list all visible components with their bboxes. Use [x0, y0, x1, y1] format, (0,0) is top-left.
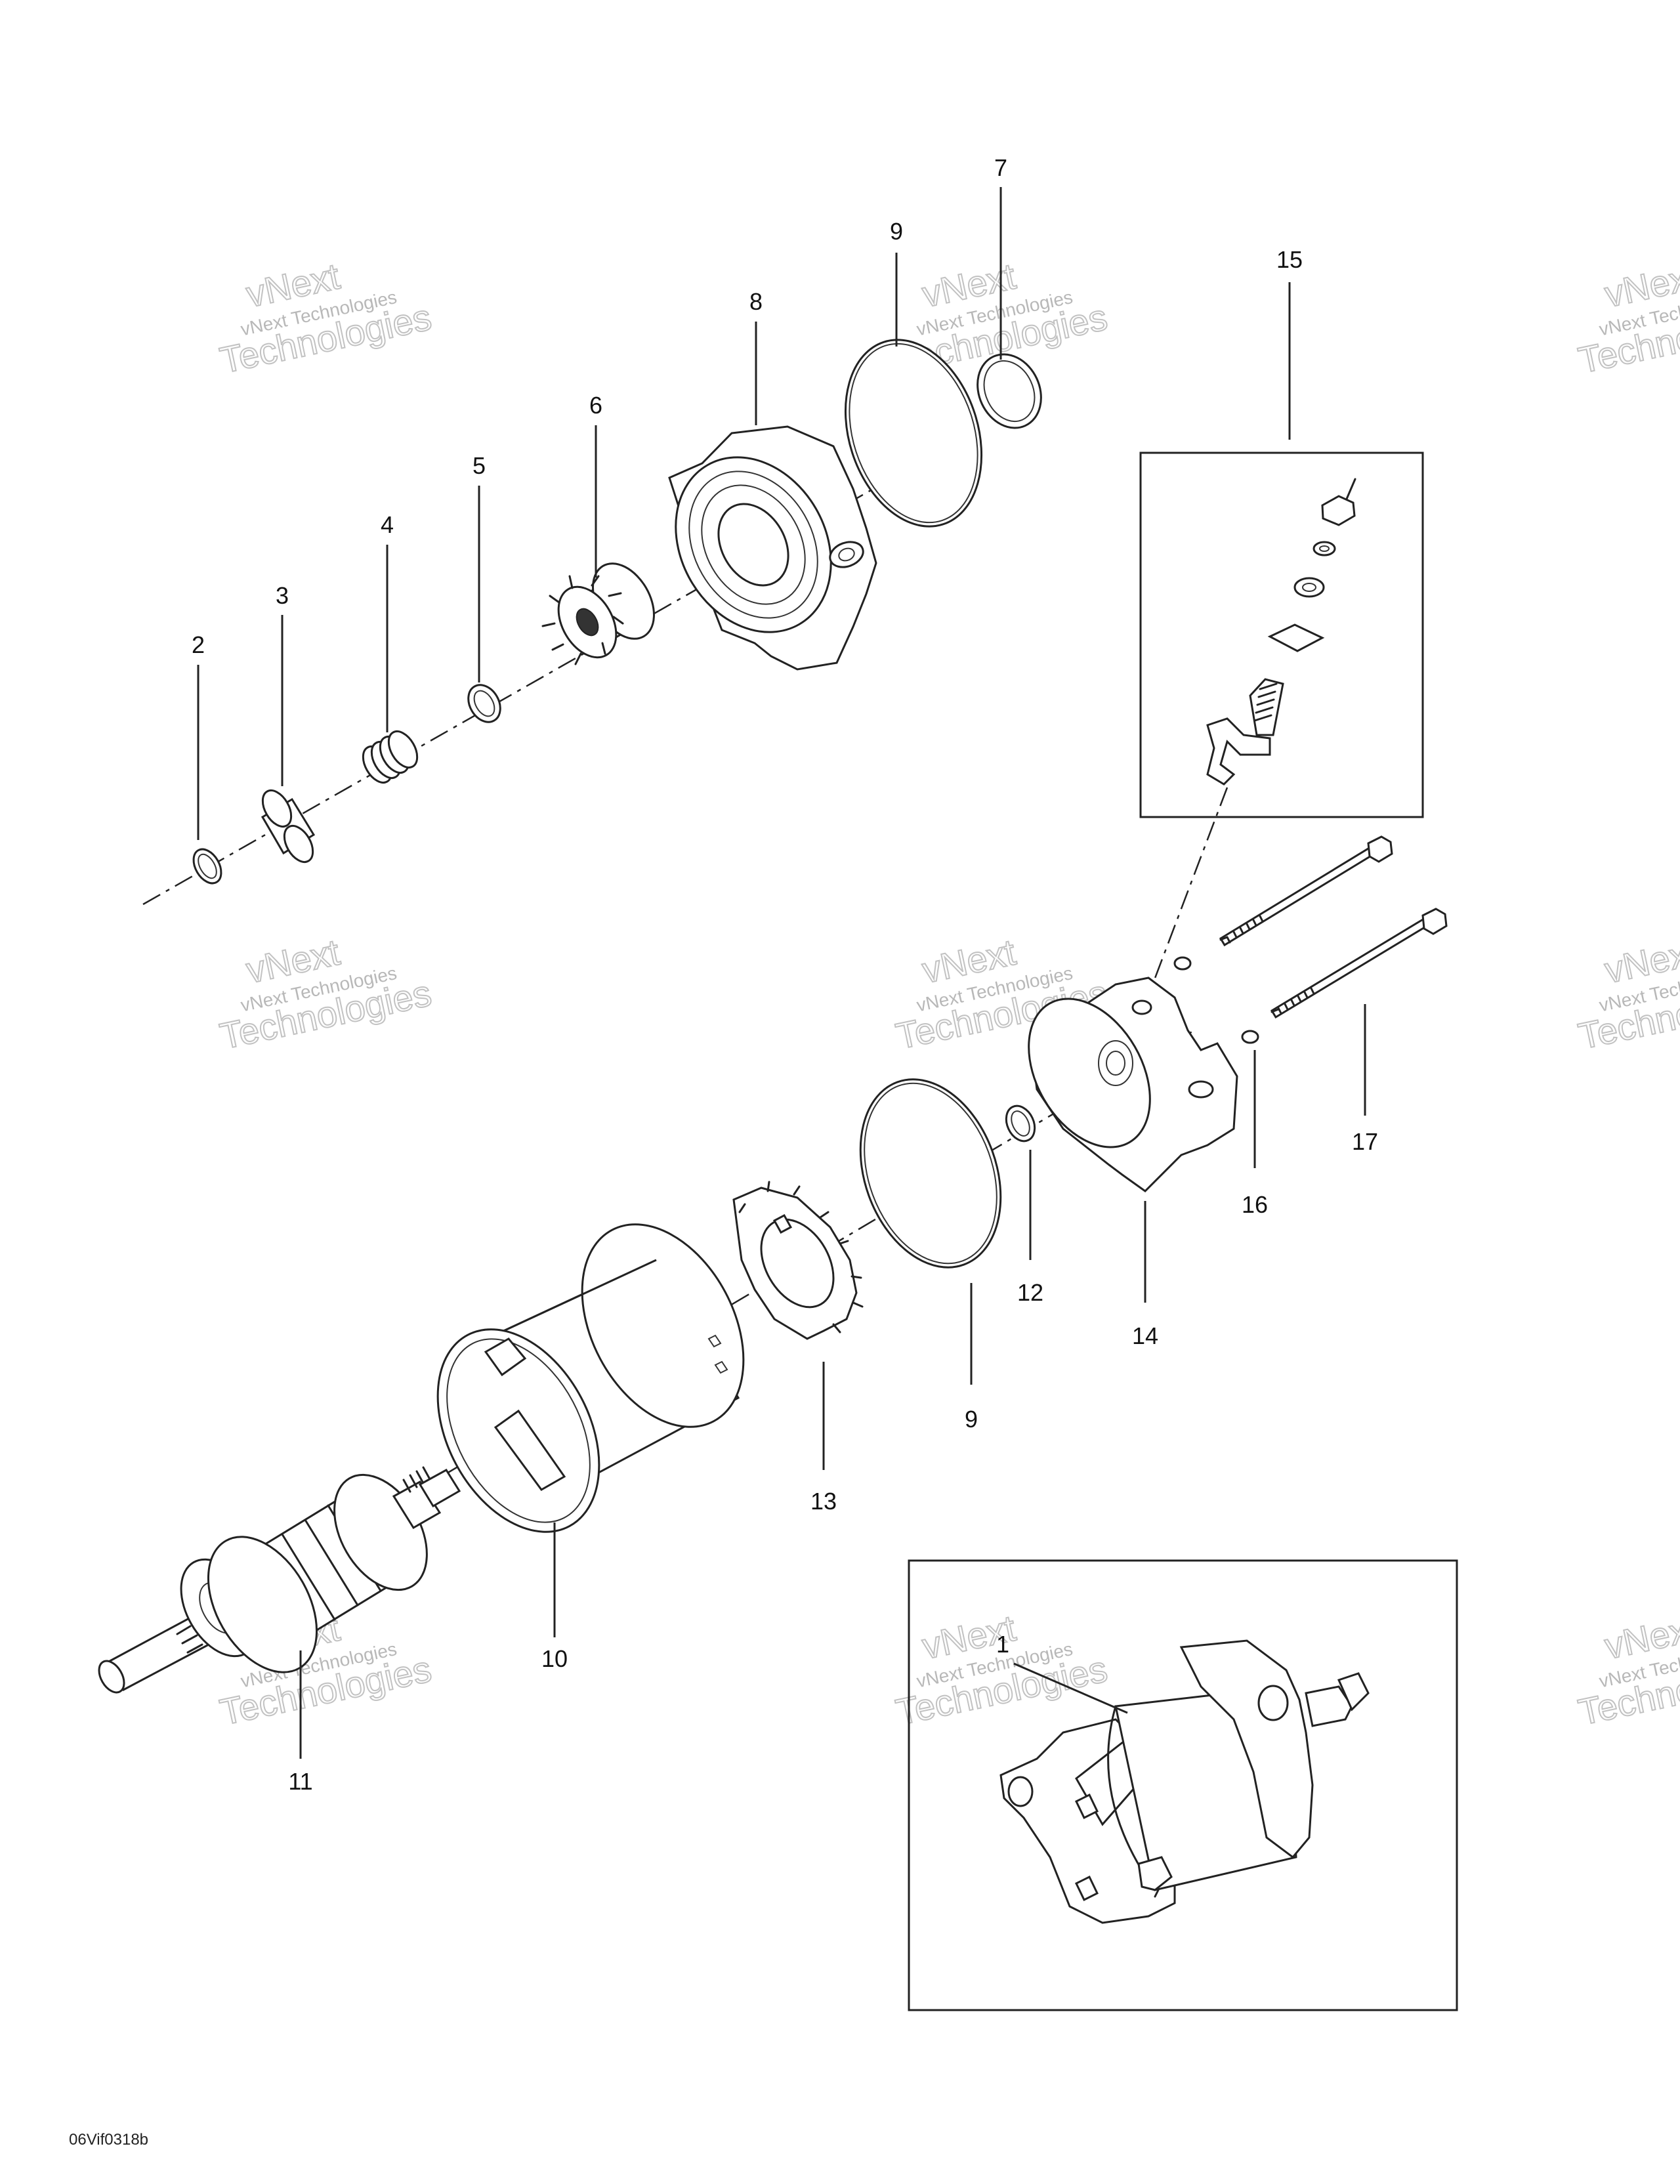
watermark: vNext vNext Technologies Technologies: [216, 255, 436, 382]
part-4-spring: [362, 730, 419, 784]
part-7-thrust-washer: [976, 353, 1042, 429]
part-14-commutator-end-frame: [1028, 976, 1238, 1192]
part-9-o-ring-lower: [859, 1078, 1002, 1269]
callout-4: 4: [381, 511, 394, 538]
callout-1: 1: [996, 1631, 1009, 1658]
terminal-kit-centerline: [1144, 787, 1228, 1005]
watermark: vNext vNext Technologies Technologies: [216, 931, 436, 1058]
part-17-through-bolts: [1173, 835, 1448, 1019]
part-10-yoke: [436, 1223, 745, 1533]
callout-16: 16: [1242, 1191, 1268, 1218]
callout-14: 14: [1132, 1322, 1158, 1349]
part-11-armature: [98, 1466, 461, 1694]
callout-labels: 1 2 3 4 5 6 7 8 9 9 10 11 12 13 14 15 16…: [192, 154, 1378, 1795]
callout-13: 13: [810, 1488, 837, 1515]
watermark: vNext vNext Technologies Technologies: [892, 1606, 1112, 1734]
callout-9-upper: 9: [890, 218, 903, 245]
part-3-sleeve: [261, 789, 316, 863]
callout-12: 12: [1017, 1279, 1043, 1306]
reference-code: 06Vif0318b: [69, 2131, 148, 2149]
callout-3: 3: [276, 582, 289, 609]
part-6-pinion-gear: [541, 562, 655, 665]
part-12-o-ring-small: [1005, 1104, 1036, 1143]
part-13-brush-plate: [732, 1181, 864, 1340]
leader-lines: [197, 187, 1366, 1759]
watermark: vNext vNext Technologies Technologies: [1574, 1606, 1680, 1734]
callout-11: 11: [288, 1768, 312, 1795]
part-9-o-ring-upper: [844, 339, 983, 528]
part-5-snap-ring: [467, 684, 501, 723]
callout-7: 7: [994, 154, 1007, 181]
callout-8: 8: [749, 288, 763, 315]
callout-9-lower: 9: [965, 1406, 978, 1433]
callout-10: 10: [541, 1645, 568, 1672]
callout-2: 2: [192, 631, 205, 658]
callout-15: 15: [1276, 246, 1303, 273]
callout-17: 17: [1352, 1128, 1378, 1155]
part-2-snap-ring: [192, 848, 222, 885]
part-16-lock-washer: [1241, 1030, 1259, 1044]
part-8-drive-end-housing: [668, 425, 877, 671]
terminal-kit-frame: [1139, 452, 1424, 818]
part-15-terminal-kit: [1206, 478, 1356, 786]
part-1-starter-assembly: [999, 1639, 1370, 1924]
callout-5: 5: [472, 452, 486, 479]
callout-6: 6: [589, 392, 602, 419]
assembled-starter-frame: [908, 1559, 1458, 2011]
watermark: vNext vNext Technologies Technologies: [1574, 931, 1680, 1058]
watermark: vNext vNext Technologies Technologies: [1574, 255, 1680, 382]
